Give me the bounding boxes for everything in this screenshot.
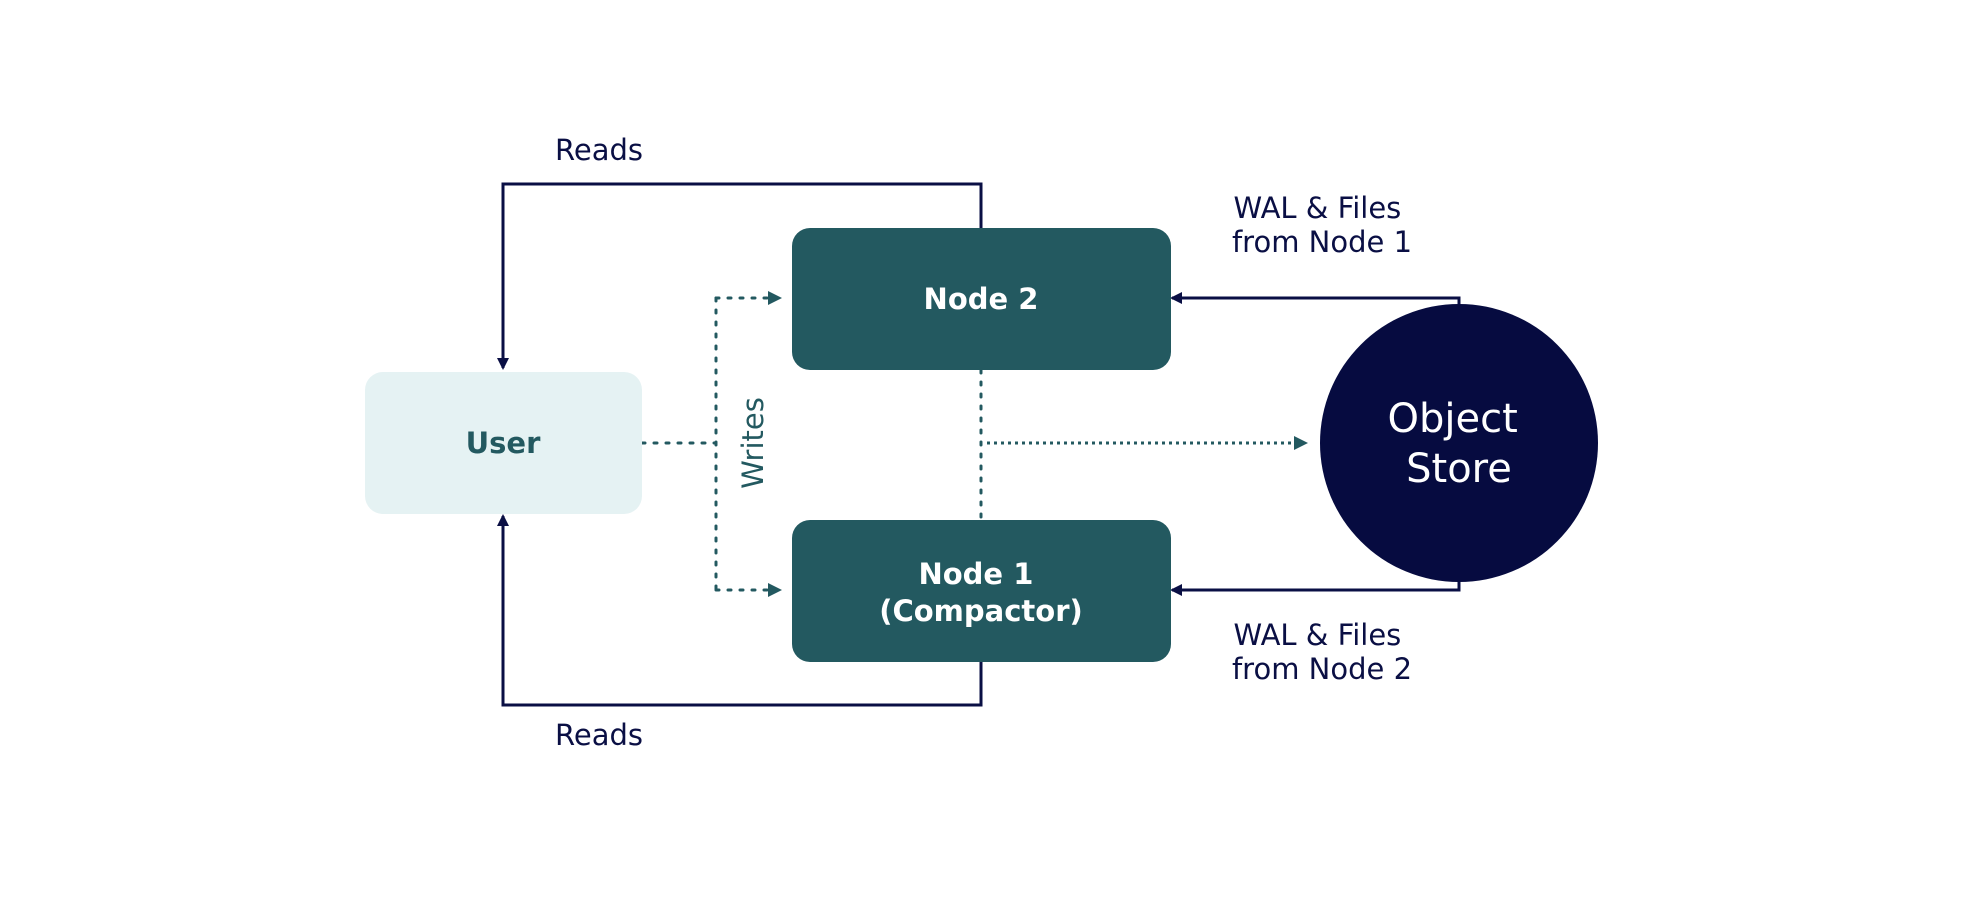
node1-node: Node 1 (Compactor)	[792, 520, 1171, 662]
object-store-node: Object Store	[1320, 304, 1598, 582]
reads-top-label: Reads	[555, 133, 643, 167]
node1-label: Node 1 (Compactor)	[879, 557, 1083, 628]
user-node: User	[365, 372, 642, 514]
writes-label: Writes	[736, 397, 770, 489]
node2-node: Node 2	[792, 228, 1171, 370]
wal-from-node1-label: WAL & Files from Node 1	[1232, 191, 1412, 259]
node2-label: Node 2	[924, 282, 1039, 316]
reads-bottom-arrow	[497, 514, 983, 707]
object-store-label: Object Store	[1388, 396, 1531, 492]
writes-connector	[640, 291, 782, 597]
wal-to-node2-arrow	[1170, 292, 1461, 304]
wal-to-node1-arrow	[1170, 578, 1461, 596]
reads-bottom-label: Reads	[555, 718, 643, 752]
wal-from-node2-label: WAL & Files from Node 2	[1232, 618, 1412, 686]
reads-top-arrow	[497, 182, 983, 370]
user-label: User	[466, 426, 541, 460]
